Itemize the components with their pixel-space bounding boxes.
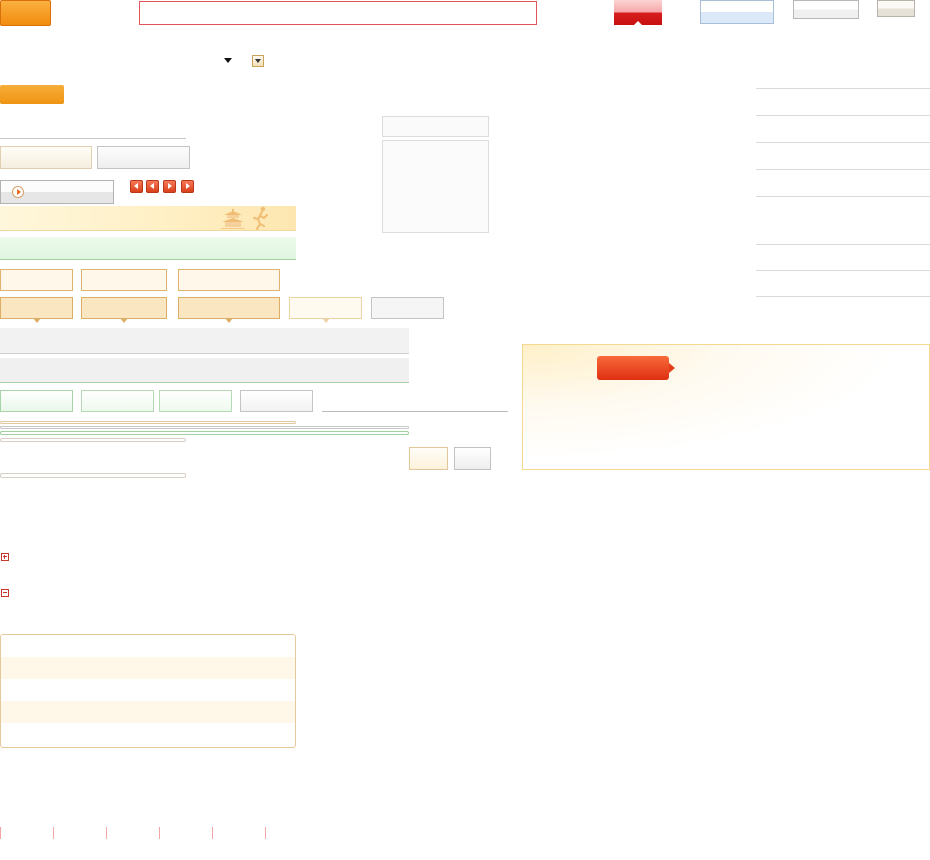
pointer-icon [120,318,128,323]
grey-tab-button[interactable] [240,390,313,412]
progress-track [0,431,409,435]
list-divider [756,142,930,143]
list-item[interactable] [1,723,295,745]
category-button[interactable] [289,297,362,323]
play-icon [12,186,24,198]
arrow-left-icon[interactable] [146,180,159,193]
temple-icon [221,209,245,229]
runner-icon [253,206,268,230]
tab-separator [265,827,266,839]
orange-action-button[interactable] [0,85,64,104]
list-divider [756,115,930,116]
progress-track [0,426,409,429]
tab-inactive[interactable] [97,146,190,169]
tab-separator [212,827,213,839]
section-bar [0,328,409,354]
chevron-down-icon[interactable] [252,55,264,67]
list-divider [756,270,930,271]
caret-down-icon[interactable] [224,58,232,63]
side-box-header [382,116,489,137]
small-grey-button[interactable] [454,447,491,470]
list-item[interactable] [1,635,295,657]
logo-button[interactable] [0,0,51,26]
small-orange-button[interactable] [409,447,448,470]
pointer-icon [225,318,233,323]
promo-panel [522,344,930,470]
minus-icon[interactable] [1,589,9,597]
pointer-icon [33,318,41,323]
category-button[interactable] [0,297,73,323]
list-divider [756,196,930,197]
list-divider [756,169,930,170]
search-button-notch [634,21,642,25]
green-tab-button[interactable] [81,390,154,412]
list-divider [756,296,930,297]
option-button[interactable] [178,269,280,291]
list-divider [756,244,930,245]
secondary-button[interactable] [793,0,859,19]
arrow-right-icon[interactable] [163,180,176,193]
side-box-body [382,140,489,233]
striped-list [0,634,296,748]
play-control[interactable] [0,180,114,204]
tab-separator [159,827,160,839]
blue-action-button[interactable] [700,0,774,24]
green-tab-button[interactable] [0,390,73,412]
tab-active[interactable] [0,146,92,169]
green-tab-button[interactable] [159,390,232,412]
option-button[interactable] [0,269,73,291]
tab-separator [106,827,107,839]
category-button[interactable] [178,297,280,323]
info-bar [0,237,296,260]
arrow-left-icon[interactable] [130,180,143,193]
progress-track [0,438,186,442]
divider [0,138,186,139]
tab-separator [53,827,54,839]
tab-separator [0,827,1,839]
search-input[interactable] [139,1,537,25]
list-item[interactable] [1,657,295,679]
list-item[interactable] [1,701,295,723]
category-button[interactable] [81,297,167,323]
category-button[interactable] [371,297,444,319]
search-button[interactable] [614,0,662,25]
option-button[interactable] [81,269,167,291]
list-divider [756,88,930,89]
promo-button[interactable] [597,356,675,380]
plus-icon[interactable] [1,553,9,561]
arrow-right-icon[interactable] [181,180,194,193]
pointer-icon [322,318,330,323]
banner [0,206,296,231]
list-item[interactable] [1,679,295,701]
section-bar [0,358,409,383]
progress-track [0,421,296,424]
small-secondary-button[interactable] [877,0,915,17]
divider [322,411,508,412]
progress-track [0,473,186,478]
